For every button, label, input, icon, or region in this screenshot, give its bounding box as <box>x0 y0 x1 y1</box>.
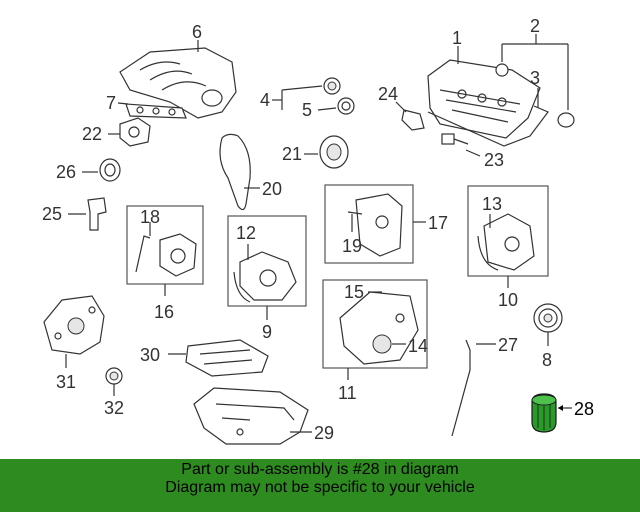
label-part-15: 15 <box>344 282 364 302</box>
part-23-bolt[interactable] <box>441 133 481 157</box>
part-10-cover[interactable] <box>477 213 535 271</box>
label-part-32: 32 <box>104 398 124 418</box>
label-part-20: 20 <box>262 179 282 199</box>
label-part-2: 2 <box>530 16 540 36</box>
label-part-6: 6 <box>192 22 202 42</box>
part-27-dipstick[interactable] <box>451 339 496 437</box>
label-part-9: 9 <box>262 322 272 342</box>
part-6-intake-manifold[interactable] <box>119 40 237 119</box>
part-32-plug[interactable] <box>105 367 123 396</box>
box-part-11 <box>322 279 428 369</box>
label-part-29: 29 <box>314 423 334 443</box>
label-part-8: 8 <box>542 350 552 370</box>
part-20-timing-belt[interactable] <box>219 133 260 211</box>
label-part-5: 5 <box>302 100 312 120</box>
label-part-25: 25 <box>42 204 62 224</box>
label-part-18: 18 <box>140 207 160 227</box>
part-26-seal[interactable] <box>82 158 121 182</box>
label-part-13: 13 <box>482 194 502 214</box>
label-part-16: 16 <box>154 302 174 322</box>
label-part-31: 31 <box>56 372 76 392</box>
part-3-gasket[interactable] <box>427 88 549 147</box>
label-part-10: 10 <box>498 290 518 310</box>
part-2-bracket-lines <box>501 34 569 110</box>
part-9-timing-cover[interactable] <box>233 244 297 303</box>
part-2-seal[interactable] <box>495 63 575 128</box>
label-part-7: 7 <box>106 93 116 113</box>
part-29-oil-pan[interactable] <box>193 387 312 445</box>
info-banner: Part or sub-assembly is #28 in diagram D… <box>0 459 640 512</box>
banner-line-part: Part or sub-assembly is #28 in diagram <box>181 461 459 478</box>
part-1-cylinder-head-cover[interactable] <box>427 46 541 139</box>
part-17-upper-cover[interactable] <box>347 193 403 257</box>
part-16-oil-pump-cover[interactable] <box>135 222 197 277</box>
part-22-valve[interactable] <box>108 117 151 147</box>
part-30-baffle[interactable] <box>168 339 269 377</box>
label-part-1: 1 <box>452 28 462 48</box>
label-part-3: 3 <box>530 68 540 88</box>
exploded-parts-diagram: 6 7 22 26 25 4 5 <box>42 16 594 445</box>
part-5-seal[interactable] <box>317 97 355 115</box>
label-part-4: 4 <box>260 90 270 110</box>
label-part-12: 12 <box>236 223 256 243</box>
label-part-23: 23 <box>484 150 504 170</box>
label-part-19: 19 <box>342 236 362 256</box>
part-28-oil-filter[interactable] <box>531 393 572 433</box>
part-7-gasket[interactable] <box>117 102 187 119</box>
label-part-24: 24 <box>378 84 398 104</box>
label-part-17: 17 <box>428 213 448 233</box>
label-part-27: 27 <box>498 335 518 355</box>
part-8-crank-pulley[interactable] <box>533 303 563 346</box>
box-part-17 <box>324 184 414 264</box>
part-25-pipe[interactable] <box>68 197 107 231</box>
label-part-11: 11 <box>338 383 357 403</box>
label-part-21: 21 <box>282 144 302 164</box>
part-24-sensor[interactable] <box>395 101 425 131</box>
label-part-22: 22 <box>82 124 102 144</box>
part-11-lower-cover[interactable] <box>339 291 419 365</box>
label-part-14: 14 <box>408 336 428 356</box>
banner-line-disclaimer: Diagram may not be specific to your vehi… <box>165 479 475 496</box>
part-21-pulley[interactable] <box>304 135 349 169</box>
label-part-28: 28 <box>574 399 594 419</box>
part-31-oil-pump[interactable] <box>43 295 105 368</box>
part-4-bracket-lines <box>272 85 323 110</box>
label-part-30: 30 <box>140 345 160 365</box>
part-4-cap[interactable] <box>323 77 341 95</box>
label-part-26: 26 <box>56 162 76 182</box>
